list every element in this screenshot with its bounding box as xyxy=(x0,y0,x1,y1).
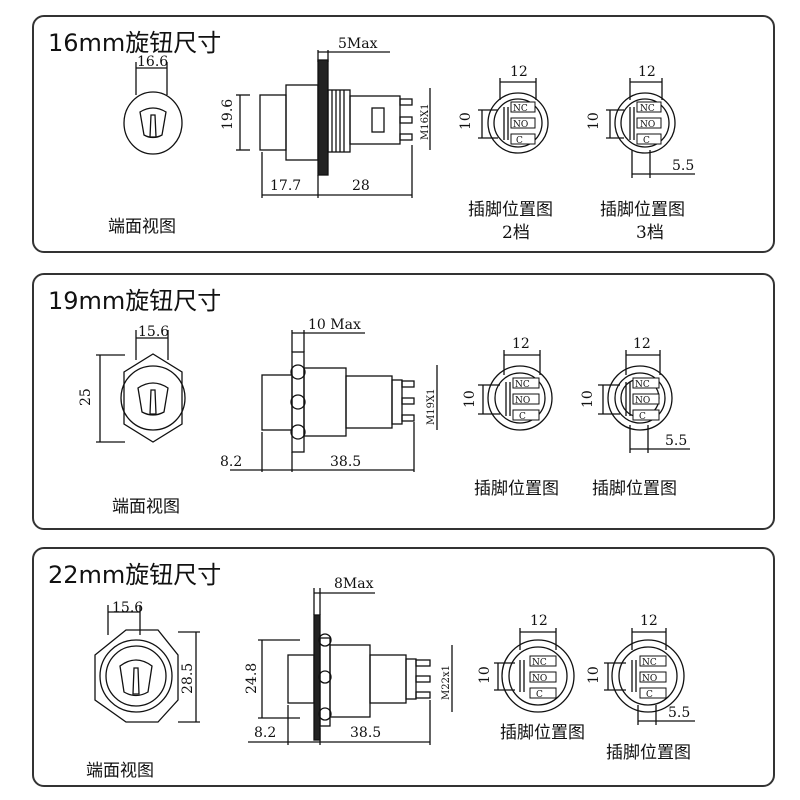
panel-title: 19mm旋钮尺寸 xyxy=(48,287,222,315)
panel-19mm: 19mm旋钮尺寸 xyxy=(32,273,775,530)
panel-title: 16mm旋钮尺寸 xyxy=(48,29,222,57)
panel-22mm: 22mm旋钮尺寸 xyxy=(32,547,775,787)
panel-title: 22mm旋钮尺寸 xyxy=(48,561,222,589)
panel-16mm: 16mm旋钮尺寸 xyxy=(32,15,775,253)
